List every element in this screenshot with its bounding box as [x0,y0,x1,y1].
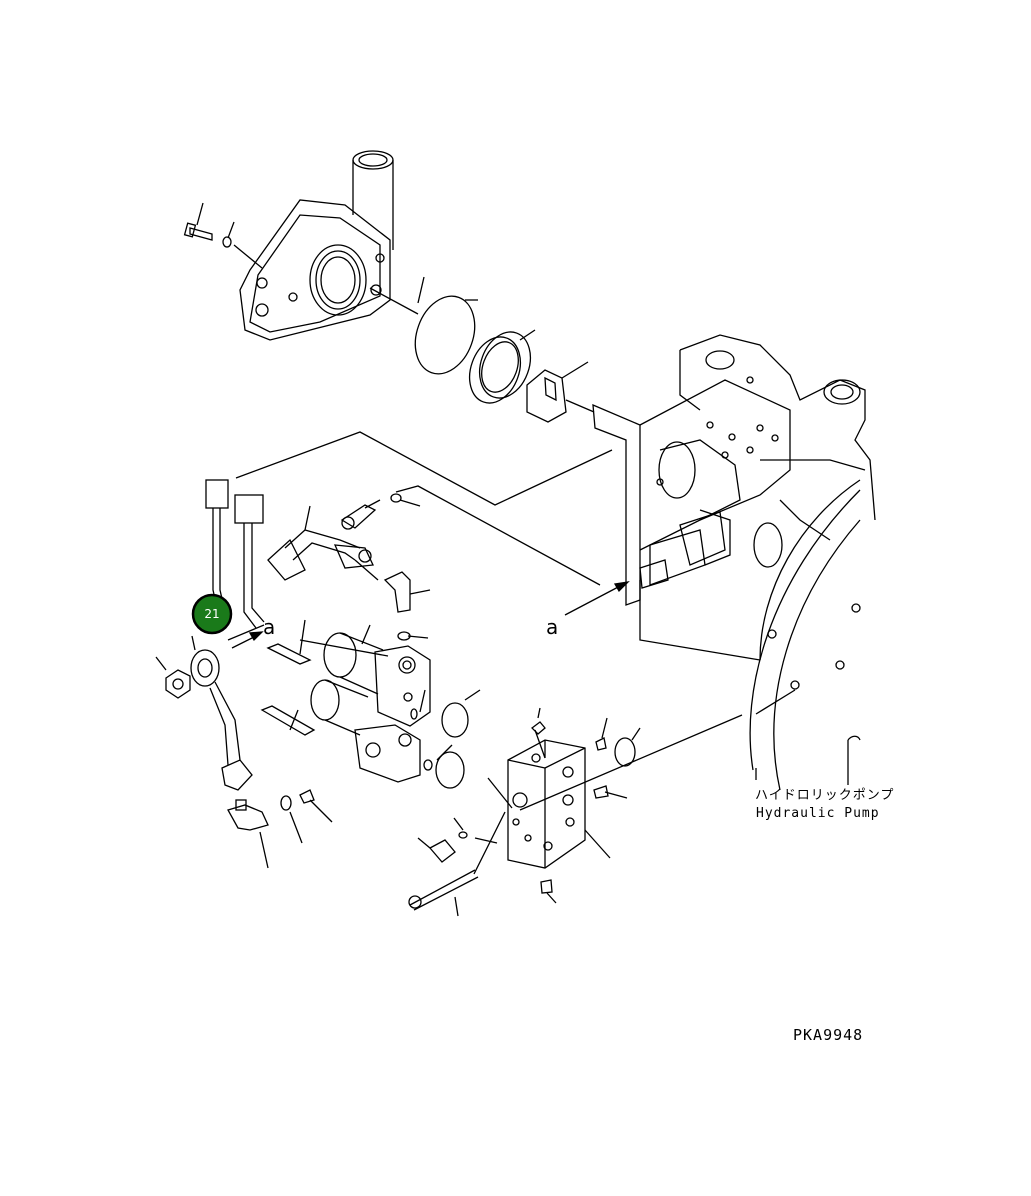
pump-label-japanese: ハイドロリックポンプ [755,788,894,803]
pump-housing [592,334,876,791]
callout-badge-circle[interactable] [191,593,233,635]
solenoid-valve-lower [260,679,481,789]
view-arrow-right [564,581,630,616]
view-label-left: a [263,615,275,639]
solenoid-valve-upper [266,619,431,727]
callout-number[interactable]: 21 [204,607,219,621]
drawing-code: PKA9948 [793,1026,863,1044]
view-arrow-left [231,631,264,649]
manifold-block [408,707,641,917]
view-label-right: a [546,615,558,639]
wire-harness [205,479,265,641]
loose-parts [155,635,333,869]
callout-21[interactable]: 21 [191,593,233,635]
hose-assembly [267,493,431,613]
flange-elbow-assembly [183,150,595,423]
pump-label-english: Hydraulic Pump [756,806,880,821]
reference-lines [235,431,743,811]
